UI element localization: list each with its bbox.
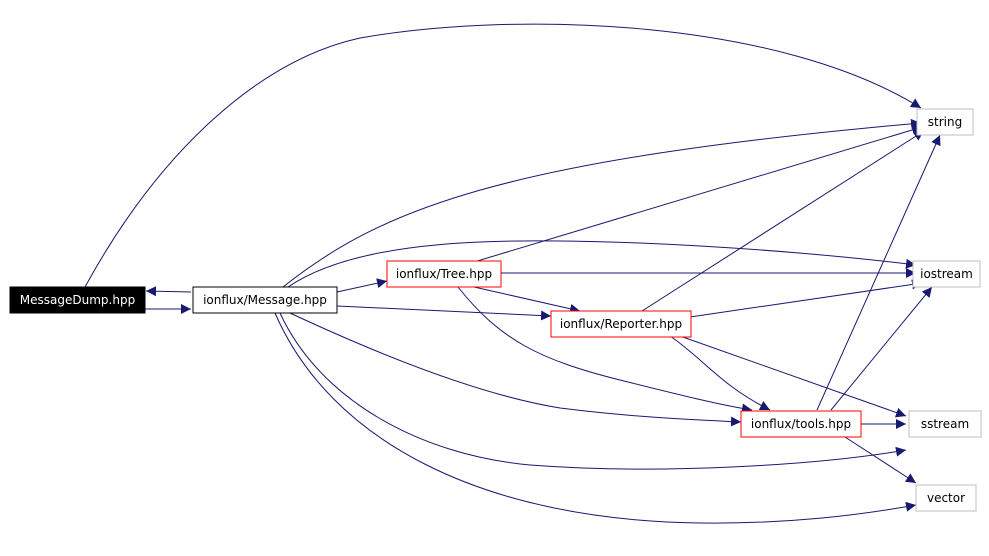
nodes: MessageDump.hpp ionflux/Message.hpp ionf… <box>9 108 982 512</box>
edge-message-to-vector <box>274 312 917 524</box>
edge-reporter-to-tools <box>669 335 771 411</box>
edge-message-to-string <box>282 118 922 288</box>
edge-tree-to-reporter <box>473 286 581 314</box>
node-tools[interactable]: ionflux/tools.hpp <box>740 410 862 438</box>
edge-tree-to-tools <box>457 286 753 414</box>
edge-message-to-iostream <box>287 240 917 288</box>
node-label-messagedump: MessageDump.hpp <box>20 293 135 307</box>
node-reporter[interactable]: ionflux/Reporter.hpp <box>550 310 692 338</box>
edge-message-to-reporter <box>336 305 552 321</box>
edge-messagedump-to-string <box>84 23 922 288</box>
edge-tree-to-string <box>473 125 923 263</box>
node-messagedump[interactable]: MessageDump.hpp <box>9 286 146 314</box>
node-vector[interactable]: vector <box>915 484 977 512</box>
node-label-tree: ionflux/Tree.hpp <box>396 267 492 281</box>
node-iostream[interactable]: iostream <box>912 260 981 288</box>
node-label-reporter: ionflux/Reporter.hpp <box>560 317 682 331</box>
node-string[interactable]: string <box>916 108 974 136</box>
node-label-message: ionflux/Message.hpp <box>203 293 327 307</box>
node-label-tools: ionflux/tools.hpp <box>751 417 851 431</box>
edge-tools-to-string <box>816 134 941 411</box>
node-label-iostream: iostream <box>920 267 973 281</box>
edge-message-to-sstream <box>279 312 907 470</box>
edge-message-to-tree <box>336 278 388 293</box>
edges <box>84 23 941 524</box>
edge-message-to-messagedump <box>145 286 192 297</box>
node-label-string: string <box>928 115 962 129</box>
edge-reporter-to-sstream <box>679 335 907 418</box>
node-label-vector: vector <box>927 491 965 505</box>
node-label-sstream: sstream <box>921 417 969 431</box>
edge-tools-to-iostream <box>830 286 933 411</box>
node-sstream[interactable]: sstream <box>908 410 982 438</box>
edge-reporter-to-iostream <box>689 279 923 318</box>
edge-reporter-to-string <box>641 130 925 312</box>
edge-message-to-tools <box>289 312 742 427</box>
node-tree[interactable]: ionflux/Tree.hpp <box>386 260 502 288</box>
edge-tools-to-vector <box>844 436 917 484</box>
node-message[interactable]: ionflux/Message.hpp <box>192 286 338 314</box>
